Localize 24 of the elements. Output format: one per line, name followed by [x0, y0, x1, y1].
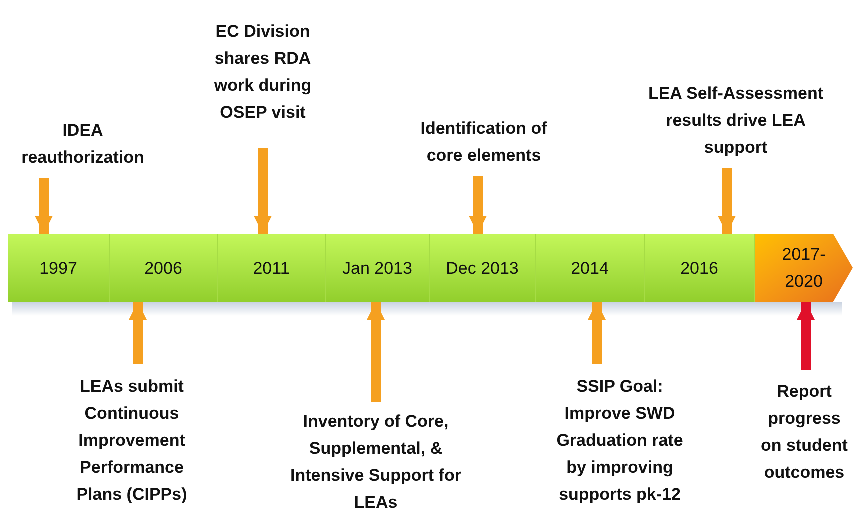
timeline-segment: 1997 — [8, 234, 110, 302]
event-label: LEA Self-Assessment results drive LEA support — [636, 78, 836, 162]
arrow — [469, 176, 487, 234]
event-label: Identification of core elements — [404, 114, 564, 170]
arrow — [718, 168, 736, 234]
timeline-segment: 2016 — [645, 234, 755, 302]
timeline-segment: Jan 2013 — [326, 234, 430, 302]
event-label: Report progress on student outcomes — [756, 376, 853, 488]
timeline-segment: Dec 2013 — [430, 234, 536, 302]
arrow — [588, 302, 606, 364]
arrow — [35, 178, 53, 234]
event-label: SSIP Goal: Improve SWD Graduation rate by improving supports pk-12 — [550, 370, 690, 510]
event-label: Inventory of Core, Supplemental, & Intensive Support for LEAs — [288, 408, 464, 516]
arrow — [367, 302, 385, 402]
event-label: LEAs submit Continuous Improvement Performance Plans (CIPPs) — [62, 370, 202, 510]
event-label: EC Division shares RDA work during OSEP visit — [208, 2, 318, 142]
event-label: IDEA reauthorization — [8, 116, 158, 172]
arrow — [129, 302, 147, 364]
timeline-segment: 2014 — [536, 234, 645, 302]
timeline-segment: 2011 — [218, 234, 326, 302]
timeline-chevron: 2017-2020 — [755, 234, 853, 302]
arrow — [254, 148, 272, 234]
arrow — [797, 302, 815, 370]
timeline-segment: 2006 — [110, 234, 218, 302]
